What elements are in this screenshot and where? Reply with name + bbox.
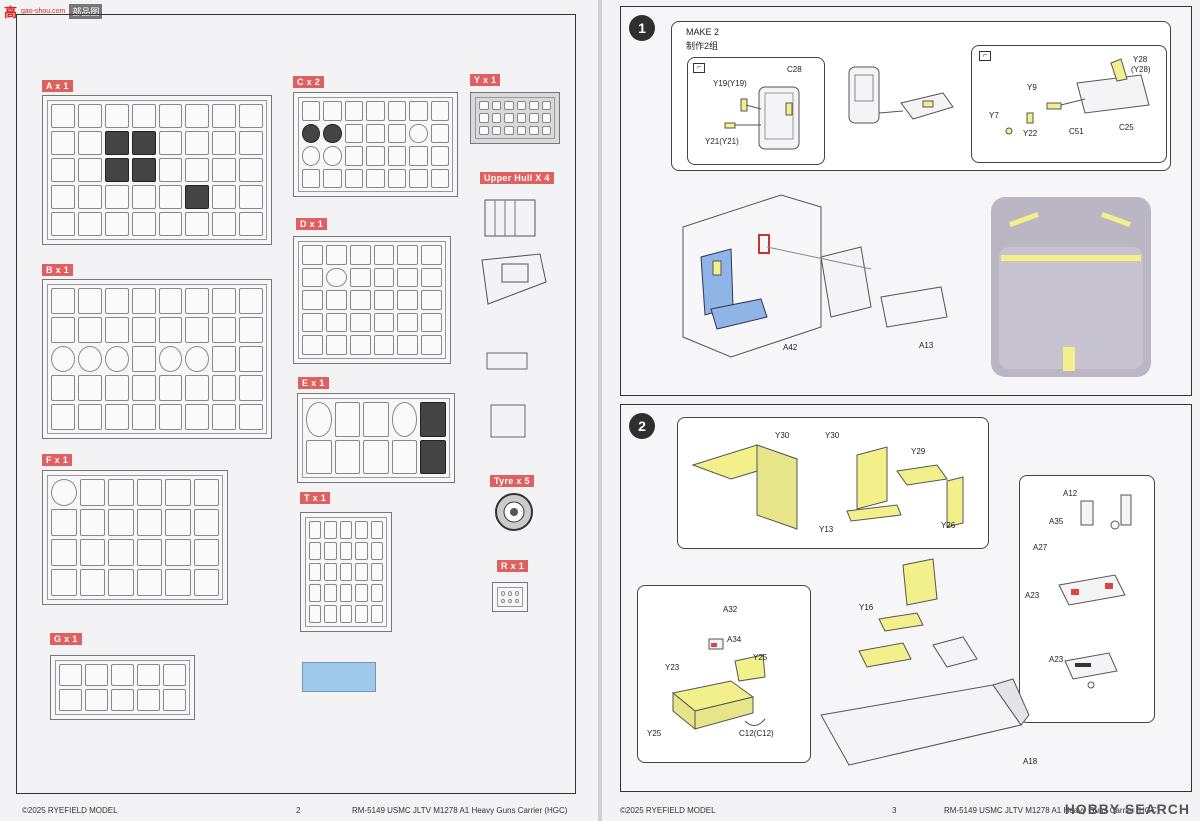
footer-copyright-right: ©2025 RYEFIELD MODEL bbox=[620, 806, 716, 815]
logo-url: gao-shou.com bbox=[21, 7, 66, 15]
label-y30-b: Y30 bbox=[825, 431, 840, 440]
label-y13: Y13 bbox=[819, 525, 834, 534]
seat-cushion-drawing bbox=[1005, 58, 1150, 135]
make-two-label: MAKE 2 bbox=[686, 27, 720, 37]
sprue-d bbox=[293, 236, 451, 364]
label-y25-b: Y25 bbox=[647, 729, 662, 738]
photo-etch-icon-2: ⌐ bbox=[979, 51, 991, 61]
step-2-number: 2 bbox=[629, 413, 655, 439]
label-y29: Y29 bbox=[911, 447, 926, 456]
seat-assembly-drawing bbox=[848, 66, 954, 124]
label-y7: Y7 bbox=[989, 111, 999, 120]
logo-mark: 高 bbox=[4, 5, 18, 21]
sprue-label-f: F x 1 bbox=[42, 454, 73, 466]
tyre-drawing bbox=[495, 493, 533, 531]
sprue-label-c: C x 2 bbox=[293, 76, 325, 88]
extinguisher-drawing bbox=[1058, 494, 1132, 689]
label-a27: A27 bbox=[1033, 543, 1048, 552]
sprue-g bbox=[50, 655, 195, 720]
label-a13: A13 bbox=[919, 341, 934, 350]
sprue-r bbox=[492, 582, 528, 612]
seat-photo bbox=[991, 197, 1151, 377]
sprue-label-e: E x 1 bbox=[298, 377, 329, 389]
seat-back-drawing bbox=[724, 86, 800, 150]
label-a32: A32 bbox=[723, 605, 738, 614]
tyre-label: Tyre x 5 bbox=[490, 475, 534, 487]
seat-base-drawing bbox=[671, 638, 766, 731]
sprue-label-y: Y x 1 bbox=[470, 74, 501, 86]
bracket-callout bbox=[677, 417, 989, 549]
label-y16: Y16 bbox=[859, 603, 874, 612]
sprue-b bbox=[42, 279, 272, 439]
floor-assembly-drawing bbox=[820, 558, 1030, 766]
label-y26: Y26 bbox=[941, 521, 956, 530]
label-c12: C12(C12) bbox=[739, 729, 774, 738]
upper-hull-label: Upper Hull X 4 bbox=[480, 172, 554, 184]
cab-interior-drawing bbox=[682, 194, 948, 358]
label-y22: Y22 bbox=[1023, 129, 1038, 138]
label-y23: Y23 bbox=[665, 663, 680, 672]
photo-etch-fret-y bbox=[470, 92, 560, 144]
step-1-number: 1 bbox=[629, 15, 655, 41]
label-y9: Y9 bbox=[1027, 83, 1037, 92]
bracket-drawing bbox=[691, 444, 964, 530]
label-y19: Y19(Y19) bbox=[713, 79, 747, 88]
label-a12: A12 bbox=[1063, 489, 1078, 498]
seat-base-callout bbox=[637, 585, 811, 763]
upper-hull-drawing bbox=[481, 199, 547, 305]
label-a18: A18 bbox=[1023, 757, 1038, 766]
step-2-frame: 2 Y30 Y30 Y29 Y13 Y26 A12 A35 A bbox=[620, 404, 1192, 792]
label-y30: Y30 bbox=[775, 431, 790, 440]
footer-page-number-left: 2 bbox=[296, 806, 301, 815]
label-c25: C25 bbox=[1119, 123, 1134, 132]
page-gutter bbox=[598, 0, 602, 821]
label-a35: A35 bbox=[1049, 517, 1064, 526]
hobby-search-watermark: HOBBY SEARCH bbox=[1064, 801, 1190, 817]
parts-page: 高 gao-shou.com 部品图 A x 1 B x 1 F x 1 bbox=[0, 0, 598, 821]
sprue-c bbox=[293, 92, 458, 197]
photo-etch-icon: ⌐ bbox=[693, 63, 705, 73]
parts-frame bbox=[16, 14, 576, 794]
sprue-a bbox=[42, 95, 272, 245]
step-1-frame: 1 MAKE 2 制作2组 ⌐ Y19(Y19) Y21(Y21) C28 bbox=[620, 6, 1192, 396]
sprue-label-r: R x 1 bbox=[497, 560, 529, 572]
label-y28: Y28 bbox=[1133, 55, 1148, 64]
label-a34: A34 bbox=[727, 635, 742, 644]
footer-copyright-left: ©2025 RYEFIELD MODEL bbox=[22, 806, 118, 815]
label-a23: A23 bbox=[1025, 591, 1040, 600]
footer-title-right: RM-5149 USMC JLTV M1278 A1 Heavy Guns Ca… bbox=[944, 806, 1160, 815]
sprue-label-t: T x 1 bbox=[300, 492, 331, 504]
seat-back-callout bbox=[687, 57, 825, 165]
label-a42: A42 bbox=[783, 343, 798, 352]
footer-title-left: RM-5149 USMC JLTV M1278 A1 Heavy Guns Ca… bbox=[352, 806, 568, 815]
label-y28-paren: (Y28) bbox=[1131, 65, 1151, 74]
label-y21: Y21(Y21) bbox=[705, 137, 739, 146]
sprue-e bbox=[297, 393, 455, 483]
instructions-page: 1 MAKE 2 制作2组 ⌐ Y19(Y19) Y21(Y21) C28 bbox=[602, 0, 1200, 821]
label-y25: Y25 bbox=[753, 653, 768, 662]
label-c51: C51 bbox=[1069, 127, 1084, 136]
label-c28: C28 bbox=[787, 65, 802, 74]
footer-page-number-right: 3 bbox=[892, 806, 897, 815]
sprue-label-g: G x 1 bbox=[50, 633, 82, 645]
make-two-label-cn: 制作2组 bbox=[686, 41, 719, 51]
sprue-f bbox=[42, 470, 228, 605]
label-a23-b: A23 bbox=[1049, 655, 1064, 664]
sprue-label-b: B x 1 bbox=[42, 264, 74, 276]
sprue-label-a: A x 1 bbox=[42, 80, 73, 92]
decal-sheet bbox=[302, 662, 376, 692]
sprue-t bbox=[300, 512, 392, 632]
sprue-label-d: D x 1 bbox=[296, 218, 328, 230]
hull-small-parts bbox=[486, 352, 528, 438]
